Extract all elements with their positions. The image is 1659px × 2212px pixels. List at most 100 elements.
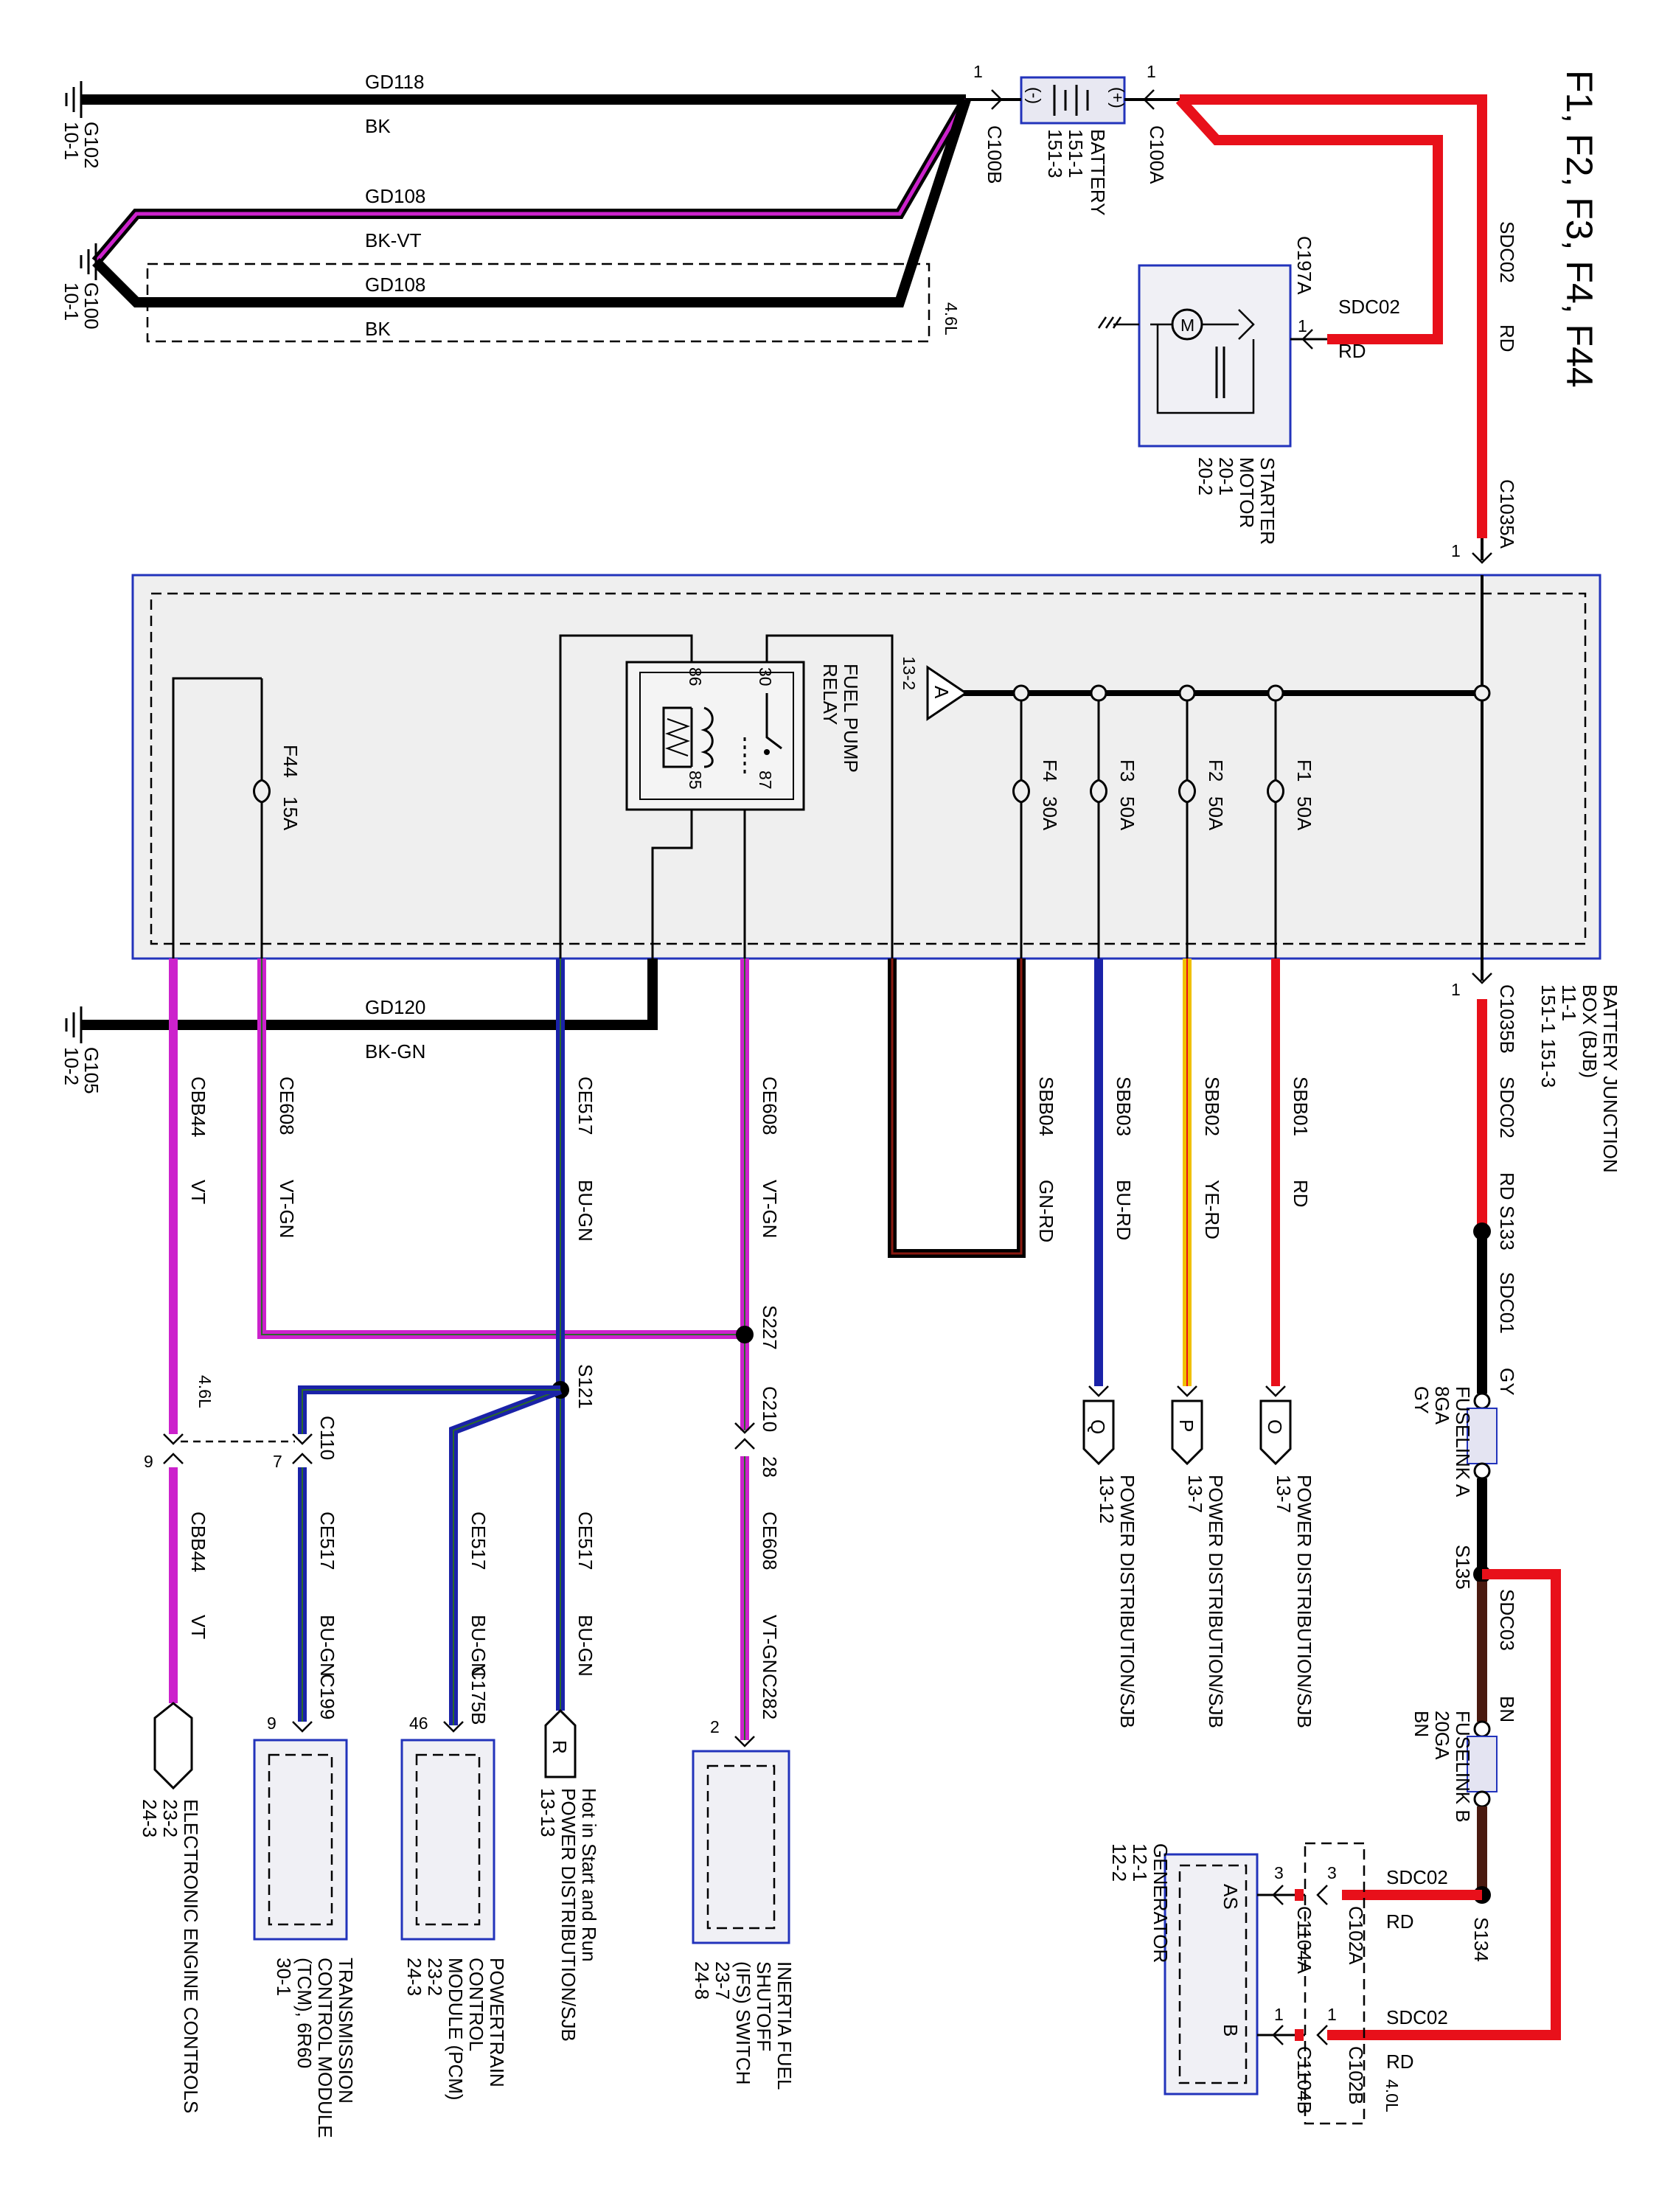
ifs-ref-2: 23-7: [712, 1961, 734, 2000]
ce517-color-4: BU-GN: [316, 1615, 338, 1677]
battery-neg-pin: 1: [973, 62, 983, 81]
engine-46l-top: 4.6L: [942, 302, 961, 335]
c100b-label: C100B: [984, 125, 1006, 184]
fuse-f44: F44 15A: [172, 677, 302, 959]
bjb-ref-1: 11-1: [1558, 984, 1580, 1021]
c1035a-pin: 1: [1451, 541, 1461, 560]
fuse-f3: F3 50A: [1090, 684, 1138, 959]
c110-label: C110: [316, 1416, 338, 1460]
c100a-label: C100A: [1146, 125, 1168, 184]
pcm-ref-1: 23-2: [424, 1958, 446, 1996]
eec-ref-2: 24-3: [139, 1799, 161, 1837]
ifs-switch: [692, 1750, 790, 1944]
tag-r-line2: POWER DISTRIBUTION/SJB: [557, 1788, 580, 2042]
wire-sbb01: O: [1259, 959, 1292, 1466]
wire-sbb04-loop: [888, 959, 1026, 1258]
pcm-module: [400, 1739, 495, 1941]
tcm-ref: 30-1: [273, 1958, 295, 1996]
bjb-ref-2: 151-1 151-3: [1537, 984, 1559, 1088]
bottom-feed-circuit: SDC02: [1496, 1077, 1518, 1138]
ce517-circuit-2: CE517: [574, 1512, 597, 1571]
ce517-circuit-1: CE517: [574, 1077, 597, 1135]
c197a-pin: 1: [1298, 316, 1307, 335]
svg-text:Q: Q: [1087, 1419, 1109, 1434]
battery-ref-2: 151-3: [1044, 129, 1066, 178]
c1035b-label: C1035B: [1496, 984, 1518, 1054]
gen-b-circuit: SDC02: [1386, 2006, 1448, 2028]
svg-text:30A: 30A: [1039, 796, 1061, 831]
battery-junction-box: [131, 574, 1601, 960]
c1035b-pin: 1: [1451, 980, 1461, 999]
c1035a-label: C1035A: [1496, 479, 1518, 549]
sdc01-circuit: SDC01: [1496, 1272, 1518, 1334]
sbb03-circuit: SBB03: [1113, 1077, 1135, 1136]
pcm-name-1: POWERTRAIN: [486, 1958, 508, 2087]
generator-label: GENERATOR: [1150, 1843, 1172, 1963]
diagram-title: F1, F2, F3, F4, F44: [1559, 70, 1600, 388]
ce517-circuit-3: CE517: [467, 1512, 490, 1571]
starter-wire-circuit: SDC02: [1338, 296, 1400, 318]
gd108b-label: GD108: [365, 274, 425, 296]
ground-g100: G100 10-1: [60, 243, 102, 330]
wire-sbb02: P: [1171, 959, 1203, 1466]
ce517-color-3: BU-GN: [467, 1615, 490, 1677]
g105-ref: 10-2: [60, 1047, 83, 1085]
s227-label: S227: [759, 1305, 781, 1350]
fuselink-a-gauge: 8GA: [1431, 1386, 1453, 1425]
svg-text:86: 86: [686, 667, 705, 686]
ce608-circuit-3: CE608: [759, 1512, 781, 1571]
battery: (-) (+): [966, 76, 1180, 125]
g105-label: G105: [80, 1047, 102, 1094]
gen-as-circuit: SDC02: [1386, 1866, 1448, 1888]
fuse-f4: F4 30A: [1012, 684, 1061, 959]
gd118-label: GD118: [365, 71, 424, 93]
svg-text:AS: AS: [1220, 1884, 1242, 1910]
svg-text:F2: F2: [1205, 759, 1227, 782]
c210-pin: 28: [759, 1456, 781, 1478]
battery-ref-1: 151-1: [1065, 129, 1087, 178]
svg-text:30: 30: [756, 667, 775, 686]
gen-pin1-b: 1: [1274, 2005, 1284, 2024]
pcm-ref-2: 24-3: [403, 1958, 425, 1996]
wire-ce608: [257, 959, 755, 1747]
s134-label: S134: [1470, 1917, 1492, 1962]
ifs-name-2: SHUTOFF: [753, 1961, 775, 2051]
c175b-label: C175B: [467, 1666, 490, 1725]
c102a-label: C102A: [1345, 1906, 1367, 1965]
sbb01-ref: 13-7: [1273, 1475, 1295, 1513]
gd120-color: BK-GN: [365, 1040, 425, 1062]
gen-pin1-a: 1: [1327, 2005, 1337, 2024]
fuse-f1: F1 50A: [1267, 684, 1315, 959]
main-feed-color: RD: [1496, 324, 1518, 352]
fuselink-b-name: FUSELINK B: [1452, 1711, 1474, 1823]
starter-wire-color: RD: [1338, 340, 1366, 362]
eec-ref-1: 23-2: [159, 1799, 181, 1837]
cbb44-pin: 9: [144, 1452, 153, 1471]
ifs-name-1: INERTIA FUEL: [773, 1961, 796, 2090]
svg-text:F3: F3: [1116, 759, 1138, 782]
battery-neg-mark: (-): [1025, 87, 1044, 104]
g100-ref: 10-1: [60, 282, 83, 321]
fuselink-a-color: GY: [1411, 1386, 1433, 1414]
svg-text:R: R: [549, 1740, 571, 1754]
pcm-name-3: MODULE (PCM): [445, 1958, 467, 2101]
g102-ref: 10-1: [60, 122, 83, 160]
svg-text:50A: 50A: [1116, 796, 1138, 831]
bjb-label-1: BATTERY JUNCTION: [1599, 984, 1621, 1173]
svg-text:50A: 50A: [1293, 796, 1315, 831]
s121-label: S121: [574, 1364, 597, 1409]
ce608-color-3: VT-GN: [759, 1615, 781, 1673]
cbb44-color-1: VT: [187, 1180, 209, 1204]
gd108a-label: GD108: [365, 185, 425, 207]
c282-label: C282: [759, 1674, 781, 1719]
g102-label: G102: [80, 122, 102, 169]
sbb02-ref: 13-7: [1184, 1475, 1206, 1513]
svg-text:O: O: [1264, 1419, 1286, 1434]
c282-pin: 2: [710, 1717, 720, 1736]
main-battery-feed: [1175, 94, 1492, 564]
wire-cbb44: [153, 959, 295, 1790]
starter-label-2: MOTOR: [1236, 457, 1258, 528]
c102b-label: C102B: [1345, 2046, 1367, 2105]
fuselink-b: [1467, 1720, 1498, 1808]
